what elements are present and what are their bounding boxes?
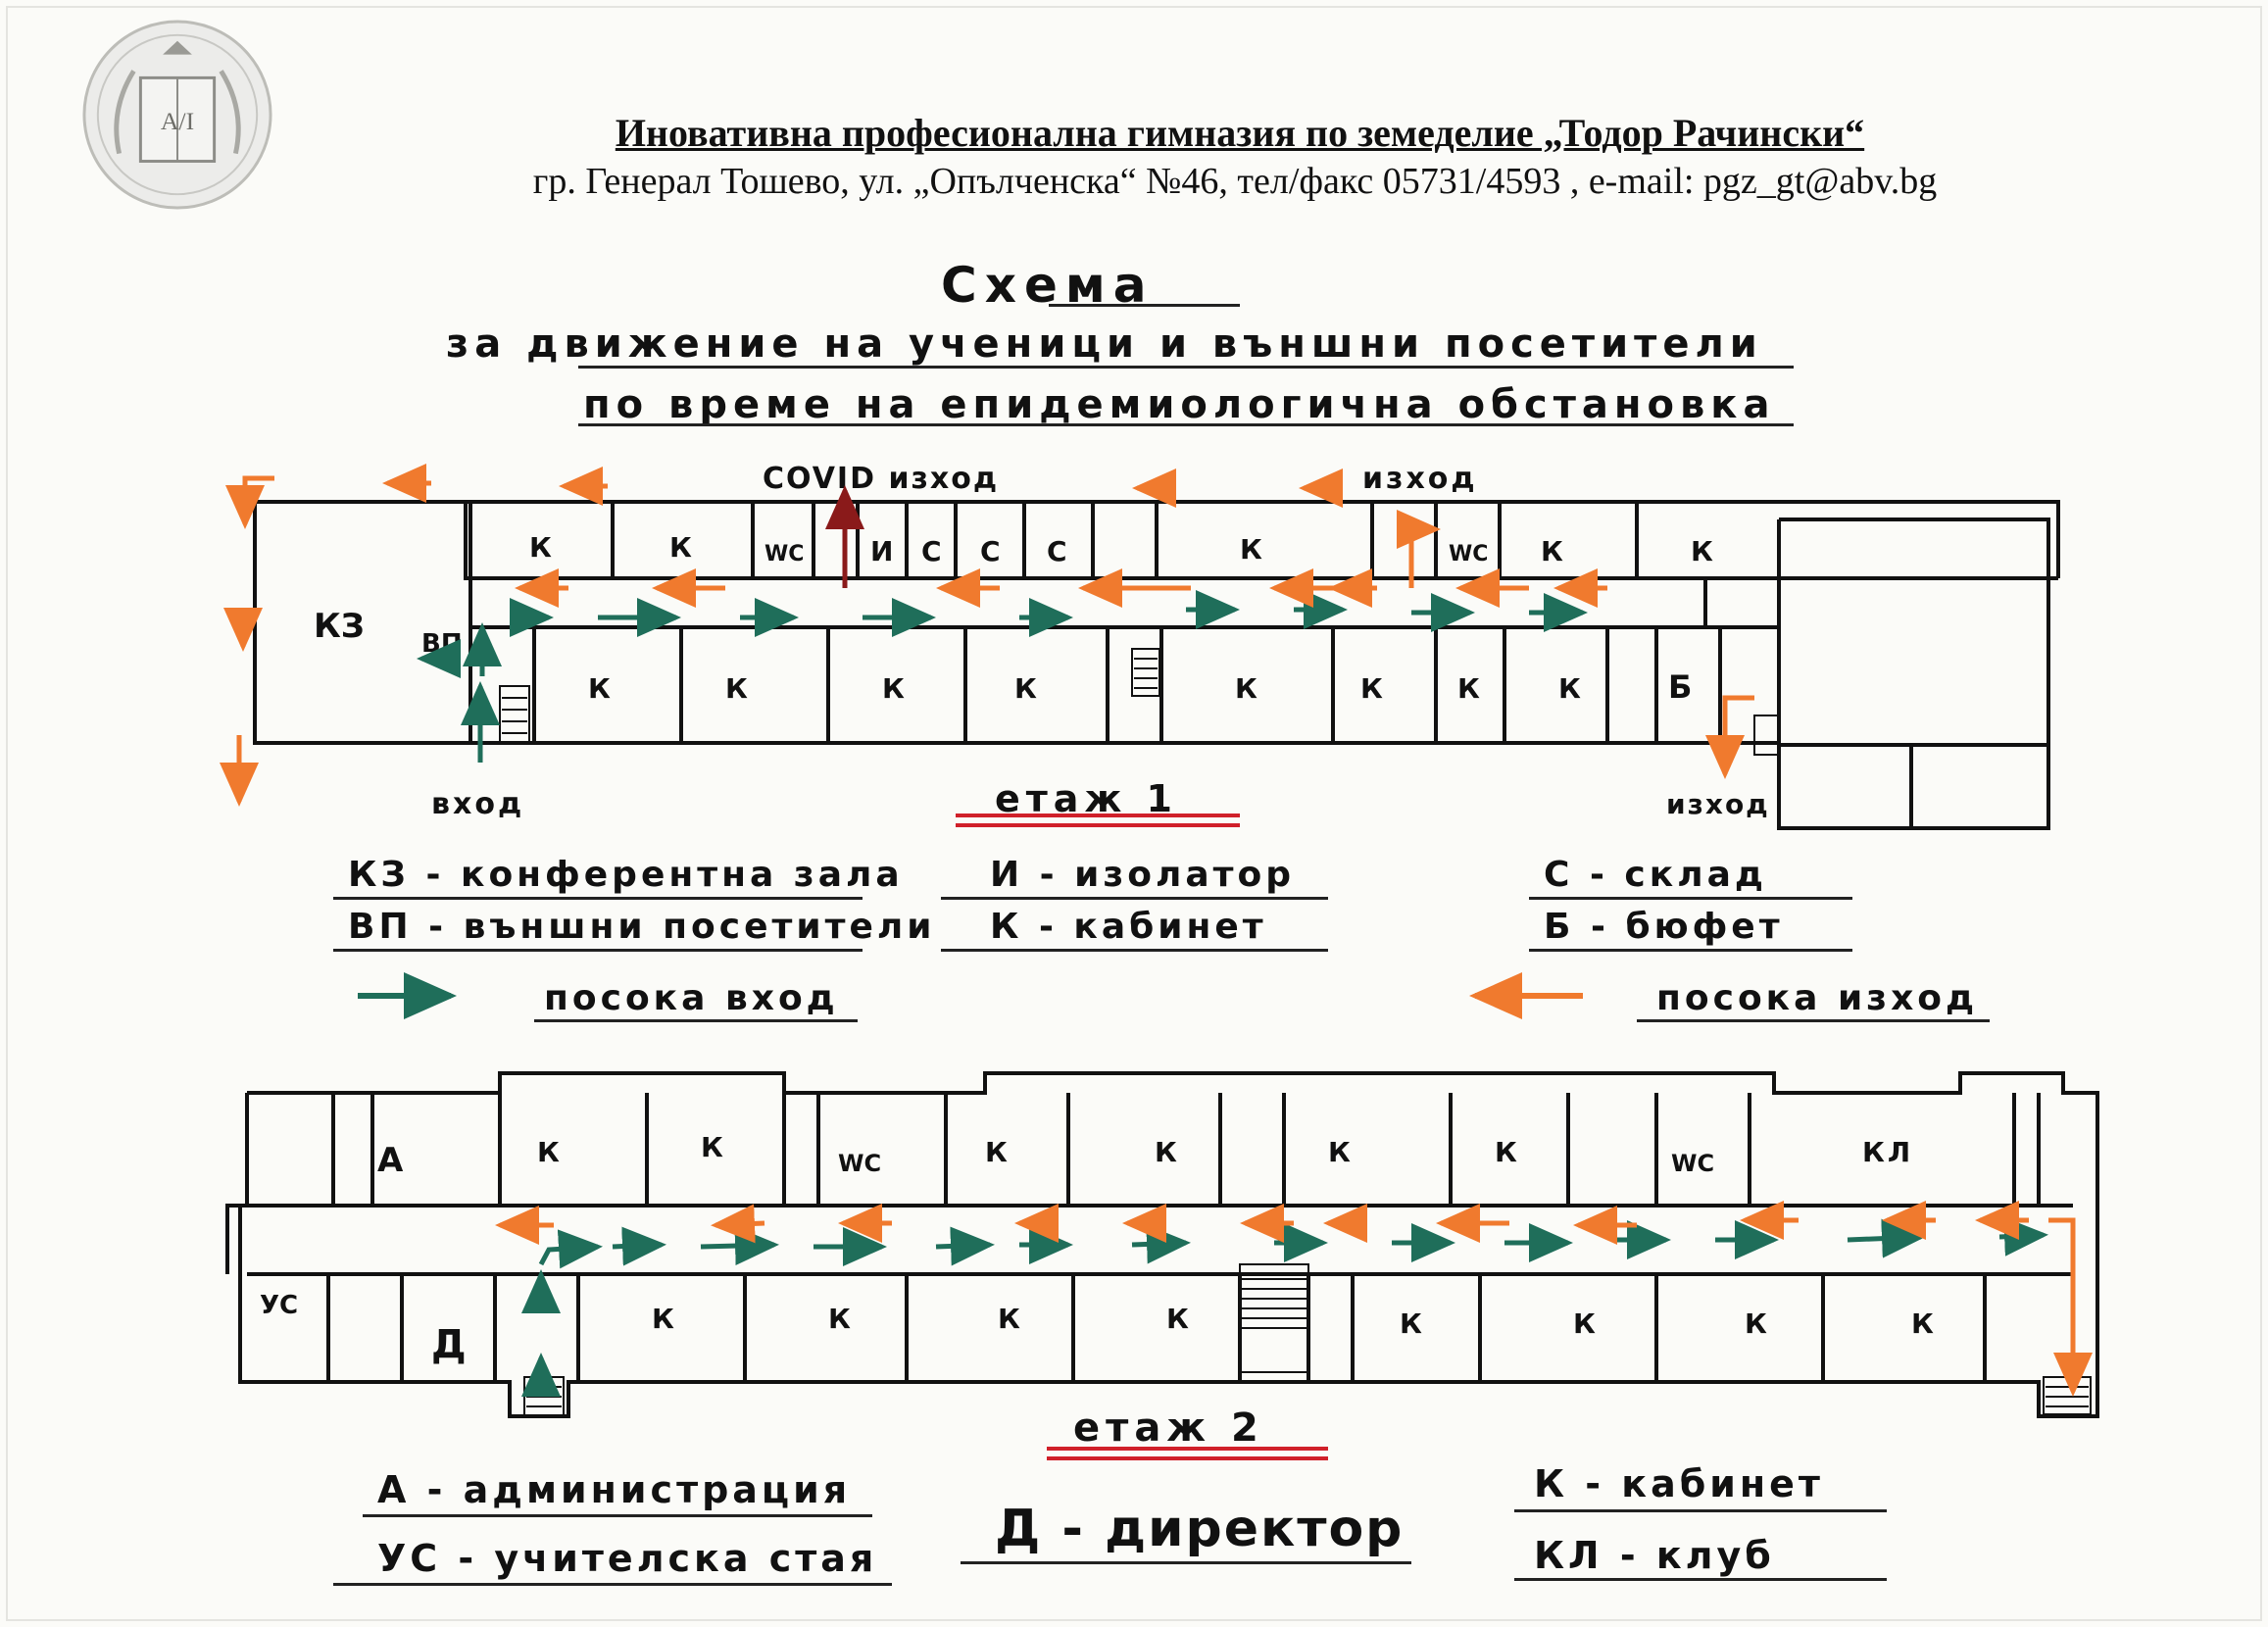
room-label-k: К xyxy=(1911,1307,1934,1340)
entry-arrows-floor-1 xyxy=(417,590,1588,763)
room-label-wc: WC xyxy=(838,1150,881,1177)
room-label-k: К xyxy=(1166,1303,1189,1335)
room-label-k: К xyxy=(998,1303,1020,1335)
legend-d: Д - директор xyxy=(995,1500,1405,1558)
room-label-k: К xyxy=(1691,535,1713,567)
room-label-club: КЛ xyxy=(1862,1136,1913,1168)
stairs-hatching xyxy=(502,658,1158,734)
room-label-k: К xyxy=(701,1131,723,1163)
room-label-teachers: УС xyxy=(260,1291,298,1320)
legend-s: С - склад xyxy=(1544,855,1767,895)
legend-us: УС - учителска стая xyxy=(377,1537,878,1580)
entry-arrows-floor-2 xyxy=(521,1216,2048,1397)
room-label-k: К xyxy=(1541,535,1563,567)
room-label-k: К xyxy=(1014,672,1037,705)
subtitle-underline-1 xyxy=(578,366,1794,369)
room-label-k: К xyxy=(828,1303,851,1335)
title-underline xyxy=(1049,304,1240,307)
legend-underline xyxy=(1514,1578,1887,1581)
room-label-storage: С xyxy=(1047,535,1067,567)
exit-top-label: изход xyxy=(1362,462,1478,496)
room-label-visitors: ВП xyxy=(421,629,463,659)
school-contact: гр. Генерал Тошево, ул. „Опълченска“ №46… xyxy=(532,161,1938,202)
school-name: Иновативна професионална гимназия по зем… xyxy=(615,111,1865,155)
room-label-k: К xyxy=(652,1303,674,1335)
room-label-k: К xyxy=(985,1136,1008,1168)
room-label-k: К xyxy=(1328,1136,1351,1168)
legend-i: И - изолатор xyxy=(990,855,1296,895)
exit-right-label: изход xyxy=(1666,788,1770,820)
legend-dir-in: посока вход xyxy=(544,978,839,1018)
page-border xyxy=(6,6,2262,1621)
room-label-k: К xyxy=(1573,1307,1596,1340)
room-label-wc: WC xyxy=(1449,542,1488,567)
room-label-k: К xyxy=(529,531,552,564)
legend-underline xyxy=(333,1583,892,1586)
letterhead: Иновативна професионална гимназия по зем… xyxy=(353,110,2117,203)
school-logo: A/I xyxy=(82,20,272,210)
legend-kl: КЛ - клуб xyxy=(1534,1534,1775,1577)
floor-1-caption: етаж 1 xyxy=(995,777,1178,820)
floor-2-caption: етаж 2 xyxy=(1073,1405,1264,1451)
legend-underline xyxy=(534,1019,858,1022)
room-label-buffet: Б xyxy=(1668,668,1692,706)
room-label-wc: WC xyxy=(1671,1150,1714,1177)
subtitle-line-2: по време на епидемиологична обстановка xyxy=(583,382,1776,427)
room-label-k: К xyxy=(1745,1307,1767,1340)
room-label-k: К xyxy=(669,531,692,564)
room-label-wc: WC xyxy=(764,542,804,567)
room-label-k: К xyxy=(1360,672,1383,705)
logo-text: A/I xyxy=(161,107,194,135)
room-label-k: К xyxy=(882,672,905,705)
room-label-k: К xyxy=(1240,533,1262,566)
legend-underline xyxy=(1529,897,1852,900)
covid-exit-label: COVID изход xyxy=(763,462,999,496)
legend-underline xyxy=(941,949,1328,952)
room-label-conference: КЗ xyxy=(314,607,365,646)
legend-underline xyxy=(333,949,863,952)
room-label-k: К xyxy=(1558,672,1581,705)
legend-k2: К - кабинет xyxy=(1534,1462,1824,1505)
room-label-k: К xyxy=(1235,672,1257,705)
exit-arrows-floor-2 xyxy=(495,1201,2093,1397)
room-label-k: К xyxy=(588,672,611,705)
room-label-storage: С xyxy=(980,535,1001,567)
room-label-k: К xyxy=(725,672,748,705)
legend-underline xyxy=(961,1561,1411,1564)
legend-underline xyxy=(1514,1509,1887,1512)
legend-k: К - кабинет xyxy=(990,907,1267,947)
legend-kz: КЗ - конферентна зала xyxy=(348,855,904,895)
legend-underline xyxy=(333,897,863,900)
legend-a: А - администрация xyxy=(377,1468,852,1511)
room-label-director: Д xyxy=(431,1322,467,1367)
room-label-k: К xyxy=(537,1136,560,1168)
legend-vp: ВП - външни посетители xyxy=(348,907,936,947)
subtitle-underline-2 xyxy=(578,423,1794,426)
room-label-k: К xyxy=(1495,1136,1517,1168)
legend-b: Б - бюфет xyxy=(1544,907,1784,947)
room-label-admin: А xyxy=(377,1141,404,1180)
room-label-k: К xyxy=(1457,672,1480,705)
subtitle-line-1: за движение на ученици и външни посетите… xyxy=(446,321,1763,367)
room-label-storage: С xyxy=(921,535,942,567)
room-label-k: К xyxy=(1155,1136,1177,1168)
legend-underline xyxy=(941,897,1328,900)
room-label-k: К xyxy=(1400,1307,1422,1340)
legend-underline xyxy=(1637,1019,1990,1022)
legend-underline xyxy=(1529,949,1852,952)
room-label-isolator: И xyxy=(870,535,893,567)
legend-dir-out: посока изход xyxy=(1656,978,1979,1018)
exit-arrows-floor-1 xyxy=(220,464,1754,807)
legend-underline xyxy=(363,1514,872,1517)
floor-1-plan xyxy=(253,500,2060,830)
entrance-label: вход xyxy=(431,787,524,821)
